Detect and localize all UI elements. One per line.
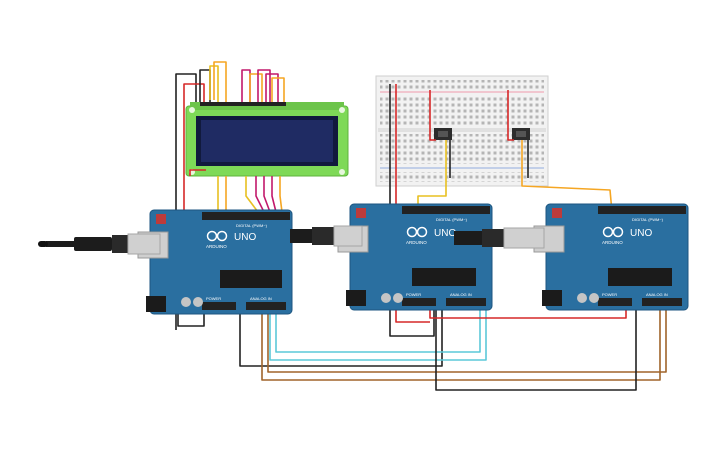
board-model: UNO — [434, 228, 456, 239]
arduino-uno-3[interactable]: UNO ARDUINO DIGITAL (PWM~) POWER ANALOG … — [533, 203, 689, 311]
power-header — [402, 298, 436, 306]
power-label: POWER — [206, 296, 221, 301]
atmega-chip — [220, 270, 282, 288]
lcd-screen — [201, 120, 333, 162]
lcd-module[interactable] — [185, 102, 349, 177]
analog-label: ANALOG IN — [646, 292, 668, 297]
board-model: UNO — [630, 228, 652, 239]
power-jack[interactable] — [146, 296, 166, 312]
digital-header — [202, 212, 290, 220]
analog-label: ANALOG IN — [250, 296, 272, 301]
power-header — [598, 298, 632, 306]
board-brand: ARDUINO — [602, 240, 623, 245]
digital-header — [402, 206, 490, 214]
arduino-uno-1[interactable]: UNO ARDUINO DIGITAL (PWM~) POWER ANALOG … — [137, 209, 293, 315]
reset-button[interactable] — [356, 208, 366, 218]
arduino-logo-icon — [406, 226, 428, 238]
atmega-chip — [412, 268, 476, 286]
digital-header — [598, 206, 686, 214]
reset-button[interactable] — [552, 208, 562, 218]
lcd-pin-header — [200, 102, 286, 106]
power-jack[interactable] — [346, 290, 366, 306]
usb-cable-3[interactable] — [454, 227, 545, 249]
analog-header — [246, 302, 286, 310]
board-brand: ARDUINO — [206, 244, 227, 249]
power-label: POWER — [602, 292, 617, 297]
analog-header — [642, 298, 682, 306]
analog-header — [446, 298, 486, 306]
breadboard[interactable] — [375, 75, 549, 187]
pushbutton-1[interactable] — [434, 128, 452, 140]
arduino-logo-icon — [206, 230, 228, 242]
pushbutton-2[interactable] — [512, 128, 530, 140]
arduino-logo-icon — [602, 226, 624, 238]
board-model: UNO — [234, 232, 256, 243]
usb-cable-2[interactable] — [290, 225, 363, 247]
power-jack[interactable] — [542, 290, 562, 306]
atmega-chip — [608, 268, 672, 286]
wires — [175, 61, 667, 391]
board-brand: ARDUINO — [406, 240, 427, 245]
power-label: POWER — [406, 292, 421, 297]
digital-label: DIGITAL (PWM~) — [632, 217, 664, 222]
reset-button[interactable] — [156, 214, 166, 224]
usb-cable-1[interactable] — [37, 233, 161, 255]
analog-label: ANALOG IN — [450, 292, 472, 297]
digital-label: DIGITAL (PWM~) — [436, 217, 468, 222]
digital-label: DIGITAL (PWM~) — [236, 223, 268, 228]
arduino-uno-2[interactable]: UNO ARDUINO DIGITAL (PWM~) POWER ANALOG … — [337, 203, 493, 311]
power-header — [202, 302, 236, 310]
